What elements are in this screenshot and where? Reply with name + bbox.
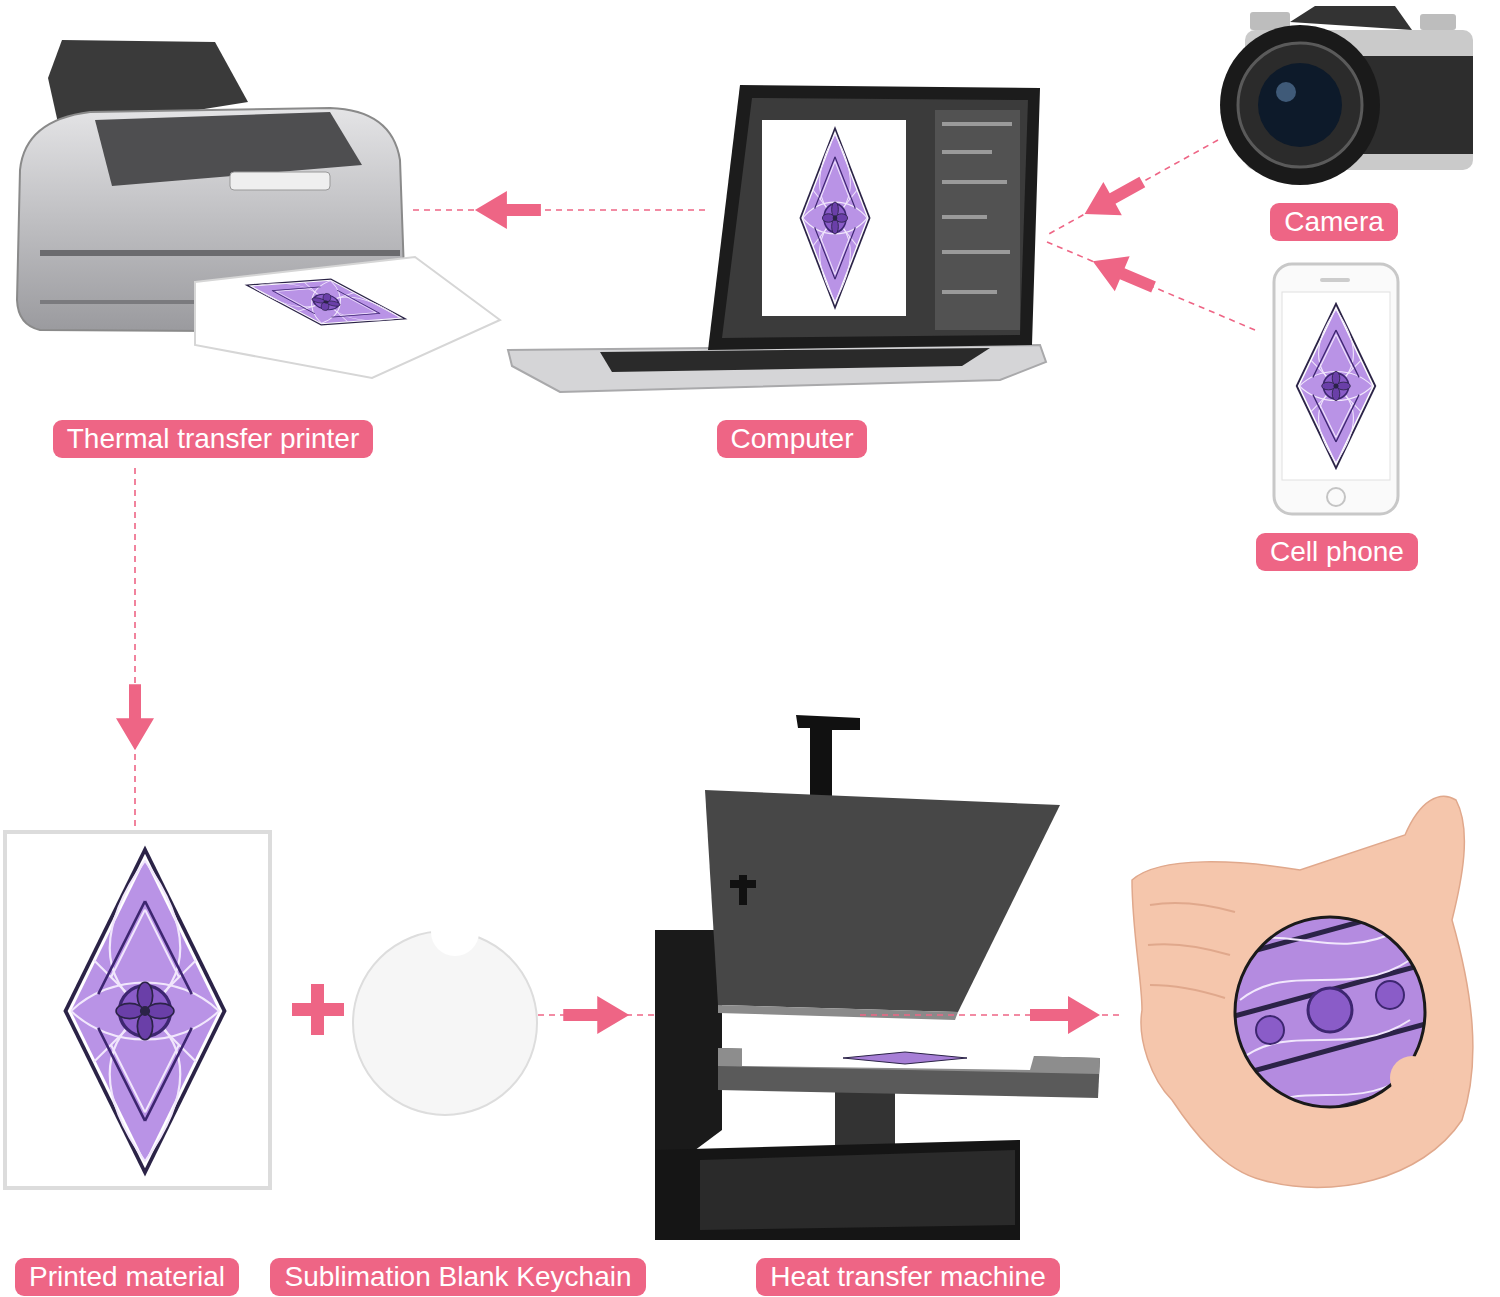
heat-press-illustration-part — [700, 1150, 1015, 1230]
heat-press-illustration-part — [835, 1088, 895, 1148]
connector-line — [410, 209, 705, 211]
printed-sheet-part — [63, 845, 226, 1176]
camera-node: Camera — [1218, 0, 1475, 245]
laptop-illustration-part — [762, 120, 906, 316]
arrow-head — [475, 191, 541, 229]
result-arrow — [860, 996, 1122, 1034]
laptop-illustration-part — [942, 215, 987, 219]
plus-sign-part — [311, 984, 324, 1035]
heat-press-illustration-part — [742, 1046, 1035, 1070]
phone-illustration-part — [1274, 264, 1398, 514]
phone-illustration-part — [1320, 278, 1350, 282]
laptop-illustration-part — [942, 250, 1010, 254]
arrow-head — [1085, 244, 1161, 305]
heat-press-illustration — [655, 715, 1100, 1240]
heat-press-illustration-part — [655, 1140, 1020, 1240]
heat-press-node: Heat transfer machine — [655, 715, 1075, 1290]
camera-illustration-part — [1258, 63, 1342, 147]
connector-arrow — [410, 191, 705, 229]
computer-node: Computer — [705, 80, 1047, 462]
node-label: Thermal transfer printer — [53, 420, 374, 458]
laptop-illustration-part — [942, 150, 992, 154]
heat-press-illustration-part — [739, 875, 747, 905]
camera-illustration-part — [1276, 82, 1296, 102]
printer-illustration-part — [40, 250, 400, 256]
printer-illustration — [17, 40, 500, 378]
connector-arrow — [116, 468, 154, 830]
heat-press-illustration-part — [705, 790, 1060, 1012]
printer-illustration-part — [195, 257, 500, 378]
phone-illustration-part — [1282, 292, 1390, 480]
connector-line — [1047, 242, 1255, 330]
hand-with-coaster-part — [1220, 900, 1440, 1140]
laptop-illustration-part — [508, 345, 1046, 392]
plus-sign — [292, 984, 344, 1035]
printer-illustration-part — [240, 261, 413, 343]
laptop-illustration-part — [942, 122, 1012, 126]
heat-press-illustration-part — [718, 1005, 958, 1020]
heat-press-illustration-part — [796, 715, 860, 800]
connector-arrow — [538, 996, 655, 1034]
phone-illustration — [1274, 264, 1398, 514]
heat-press-illustration-part — [655, 930, 722, 1180]
laptop-illustration-part — [708, 85, 1040, 350]
hand-with-coaster — [1132, 796, 1473, 1187]
node-label: Computer — [717, 420, 868, 458]
printed-material-node: Printed material — [3, 830, 272, 1297]
phone-illustration-part — [1296, 302, 1377, 471]
camera-illustration — [1220, 6, 1473, 185]
printed-sheet-part — [5, 832, 270, 1188]
laptop-illustration-part — [942, 290, 997, 294]
heat-press-illustration-part — [843, 1052, 967, 1064]
connector-arrow — [1047, 140, 1218, 235]
laptop-illustration-part — [722, 98, 1028, 338]
laptop-illustration-part — [799, 126, 870, 310]
node-label: Cell phone — [1256, 533, 1418, 571]
hand-with-coaster-part — [1148, 903, 1235, 998]
camera-illustration-part — [1420, 14, 1456, 30]
printer-illustration-part — [230, 172, 330, 190]
hand-with-coaster-part — [1220, 900, 1440, 1140]
node-label: Printed material — [15, 1258, 239, 1296]
phone-node: Cell phone — [1255, 262, 1420, 572]
blank-keychain — [353, 931, 537, 1115]
hand-with-coaster-part — [1220, 900, 1440, 960]
laptop-illustration-part — [600, 348, 990, 372]
connector-arrow — [1047, 242, 1255, 330]
printed-sheet — [5, 832, 270, 1188]
hand-with-coaster-part — [1132, 796, 1473, 1187]
laptop-illustration-part — [935, 110, 1020, 330]
camera-illustration-part — [1238, 43, 1362, 167]
laptop-illustration-part — [942, 180, 1007, 184]
connector-line — [134, 468, 136, 830]
printer-node: Thermal transfer printer — [15, 40, 410, 468]
blank-keychain-part — [353, 931, 537, 1115]
phone-illustration-part — [1327, 488, 1345, 506]
hand-with-coaster-part — [1390, 1056, 1434, 1100]
node-label: Heat transfer machine — [756, 1258, 1059, 1296]
camera-illustration-part — [1220, 25, 1380, 185]
node-label: Sublimation Blank Keychain — [270, 1258, 645, 1296]
node-label: Camera — [1270, 203, 1398, 241]
result-arrow-part — [1030, 996, 1100, 1034]
arrow-head — [116, 684, 154, 750]
laptop-illustration — [508, 85, 1046, 392]
hand-with-coaster-part — [1308, 988, 1352, 1032]
connector-line — [1047, 140, 1218, 235]
hand-with-coaster-part — [1256, 1016, 1284, 1044]
keychain-node: Sublimation Blank Keychain — [352, 928, 538, 1118]
arrow-head — [563, 996, 629, 1034]
arrow-head — [1075, 165, 1151, 230]
hand-with-coaster-part — [1376, 981, 1404, 1009]
